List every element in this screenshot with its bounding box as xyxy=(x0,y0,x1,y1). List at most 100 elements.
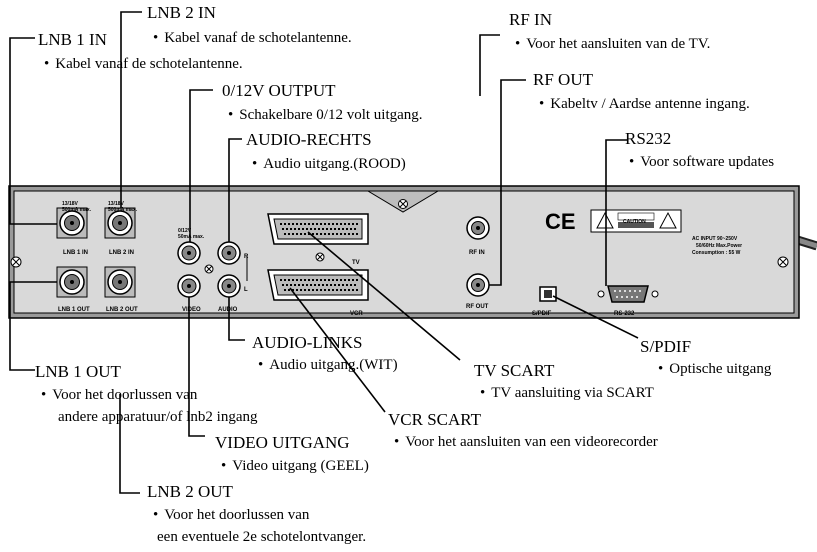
lnb1-in-connector xyxy=(56,207,88,239)
callout-title: 0/12V OUTPUT xyxy=(222,81,336,100)
callout-desc: Voor het aansluiten van de TV. xyxy=(515,35,710,54)
leader-video xyxy=(188,297,205,437)
panel-label-rs232: RS-232 xyxy=(614,311,635,317)
panel-label-rf-out: RF OUT xyxy=(466,304,489,310)
leader-lines xyxy=(9,11,639,494)
leader-lnb1-in xyxy=(9,37,57,225)
callout-desc: Kabel vanaf de schotelantenne. xyxy=(44,55,242,74)
caution-label xyxy=(590,209,682,233)
audio-right-jack xyxy=(217,241,241,265)
callout-title: RS232 xyxy=(625,129,672,148)
video-jack xyxy=(177,274,201,298)
leader-tv-scart xyxy=(307,231,461,361)
callout-desc: Audio uitgang.(ROOD) xyxy=(252,155,406,174)
leader-audio-links xyxy=(228,297,245,341)
callout-tv-scart: TV SCART TV aansluiting via SCART xyxy=(474,361,654,403)
audio-left-jack xyxy=(217,274,241,298)
callout-title: LNB 1 OUT xyxy=(35,362,121,381)
callout-title: AUDIO-RECHTS xyxy=(246,130,372,149)
callout-title: AUDIO-LINKS xyxy=(252,333,363,352)
callout-lnb1-out: LNB 1 OUT Voor het doorlussen van andere… xyxy=(35,362,258,427)
callout-vcr-scart: VCR SCART Voor het aansluiten van een vi… xyxy=(388,410,658,452)
callout-desc: Voor het aansluiten van een videorecorde… xyxy=(394,433,658,452)
vcr-scart-connector xyxy=(267,269,369,301)
callout-desc-2: een eventuele 2e schotelontvanger. xyxy=(157,529,367,545)
callout-rf-out: RF OUT Kabeltv / Aardse antenne ingang. xyxy=(533,70,750,114)
panel-spec-lnb2-1: 13/18V xyxy=(108,201,124,207)
lnb1-out-connector xyxy=(56,266,88,298)
panel-spec-switch-1: 0/12V xyxy=(178,228,192,234)
lnb2-out-connector xyxy=(104,266,136,298)
callout-audio-links: AUDIO-LINKS Audio uitgang.(WIT) xyxy=(252,333,398,375)
callout-lnb1-in: LNB 1 IN Kabel vanaf de schotelantenne. xyxy=(38,30,243,74)
callout-desc: Voor software updates xyxy=(629,153,774,172)
leader-rf-out xyxy=(489,79,526,286)
leader-rf-in xyxy=(479,34,500,96)
spdif-connector xyxy=(539,286,557,302)
panel-label-rf-in: RF IN xyxy=(469,250,485,256)
callout-audio-rechts: AUDIO-RECHTS Audio uitgang.(ROOD) xyxy=(246,130,406,174)
callout-title: VCR SCART xyxy=(388,410,481,429)
callout-desc: Audio uitgang.(WIT) xyxy=(258,356,397,375)
panel-label-audio: AUDIO xyxy=(218,307,238,313)
callout-title: RF OUT xyxy=(533,70,593,89)
leader-audio-rechts xyxy=(228,138,242,242)
ce-mark: CE xyxy=(545,209,576,234)
callout-title: RF IN xyxy=(509,10,552,29)
power-spec-2: 50/60Hz Max.Power xyxy=(696,243,743,249)
panel-label-tv: TV xyxy=(352,260,360,266)
callout-lnb2-out: LNB 2 OUT Voor het doorlussen van een ev… xyxy=(147,482,366,547)
tv-scart-connector xyxy=(267,213,369,245)
leader-lnb2-in xyxy=(120,11,142,208)
rf-in-connector xyxy=(466,216,490,240)
callout-desc: Kabel vanaf de schotelantenne. xyxy=(153,29,351,48)
callout-title: S/PDIF xyxy=(640,337,692,356)
callout-title: LNB 2 IN xyxy=(147,3,216,22)
leader-spdif xyxy=(552,295,639,339)
switch-0-12v-jack xyxy=(177,241,201,265)
panel-spec-switch-2: 50mA max. xyxy=(178,234,205,240)
lnb2-in-connector xyxy=(104,207,136,239)
panel-label-video: VIDEO xyxy=(182,307,201,313)
callout-0-12v-output: 0/12V OUTPUT Schakelbare 0/12 volt uitga… xyxy=(222,81,423,125)
callout-title: LNB 1 IN xyxy=(38,30,107,49)
callout-rs232: RS232 Voor software updates xyxy=(625,129,774,172)
callout-video-uitgang: VIDEO UITGANG Video uitgang (GEEL) xyxy=(215,433,369,476)
callout-desc: Video uitgang (GEEL) xyxy=(221,457,369,476)
power-spec-1: AC INPUT 90~250V xyxy=(692,236,738,242)
callout-desc: Schakelbare 0/12 volt uitgang. xyxy=(228,106,422,125)
callout-desc: Kabeltv / Aardse antenne ingang. xyxy=(539,95,750,114)
callout-desc: Voor het doorlussen van xyxy=(153,506,366,525)
callout-rf-in: RF IN Voor het aansluiten van de TV. xyxy=(509,10,710,54)
rf-out-connector xyxy=(466,273,490,297)
panel-label-lnb2-out: LNB 2 OUT xyxy=(106,307,138,313)
callout-desc: Optische uitgang xyxy=(658,360,771,379)
panel-label-lnb1-out: LNB 1 OUT xyxy=(58,307,90,313)
callout-title: VIDEO UITGANG xyxy=(215,433,350,452)
leader-lnb2-out xyxy=(119,394,140,494)
callout-desc: TV aansluiting via SCART xyxy=(480,384,654,403)
panel-label-l: L xyxy=(244,287,248,293)
callout-title: LNB 2 OUT xyxy=(147,482,233,501)
power-spec-3: Consumption : 55 W xyxy=(692,250,741,256)
leader-rs232 xyxy=(605,139,628,286)
panel-spec-lnb1-1: 13/18V xyxy=(62,201,78,207)
leader-lnb1-out xyxy=(9,281,57,371)
panel-spec-lnb1-2: 500mA max. xyxy=(62,207,91,213)
panel-label-lnb2-in: LNB 2 IN xyxy=(109,250,135,256)
callout-spdif: S/PDIF Optische uitgang xyxy=(640,337,771,379)
panel-spec-lnb2-2: 500mA max. xyxy=(108,207,137,213)
callout-title: TV SCART xyxy=(474,361,555,380)
rs232-connector xyxy=(597,285,659,303)
caution-text: CAUTION xyxy=(623,219,646,225)
leader-012v xyxy=(189,89,213,242)
callout-desc: Voor het doorlussen van xyxy=(41,386,258,405)
panel-label-vcr: VCR xyxy=(350,311,363,317)
panel-label-spdif: S/PDIF xyxy=(532,311,552,317)
callout-lnb2-in: LNB 2 IN Kabel vanaf de schotelantenne. xyxy=(147,3,352,48)
leader-vcr-scart xyxy=(289,287,386,413)
panel-label-r: R xyxy=(244,254,249,260)
callout-desc-2: andere apparatuur/of lnb2 ingang xyxy=(58,409,258,425)
